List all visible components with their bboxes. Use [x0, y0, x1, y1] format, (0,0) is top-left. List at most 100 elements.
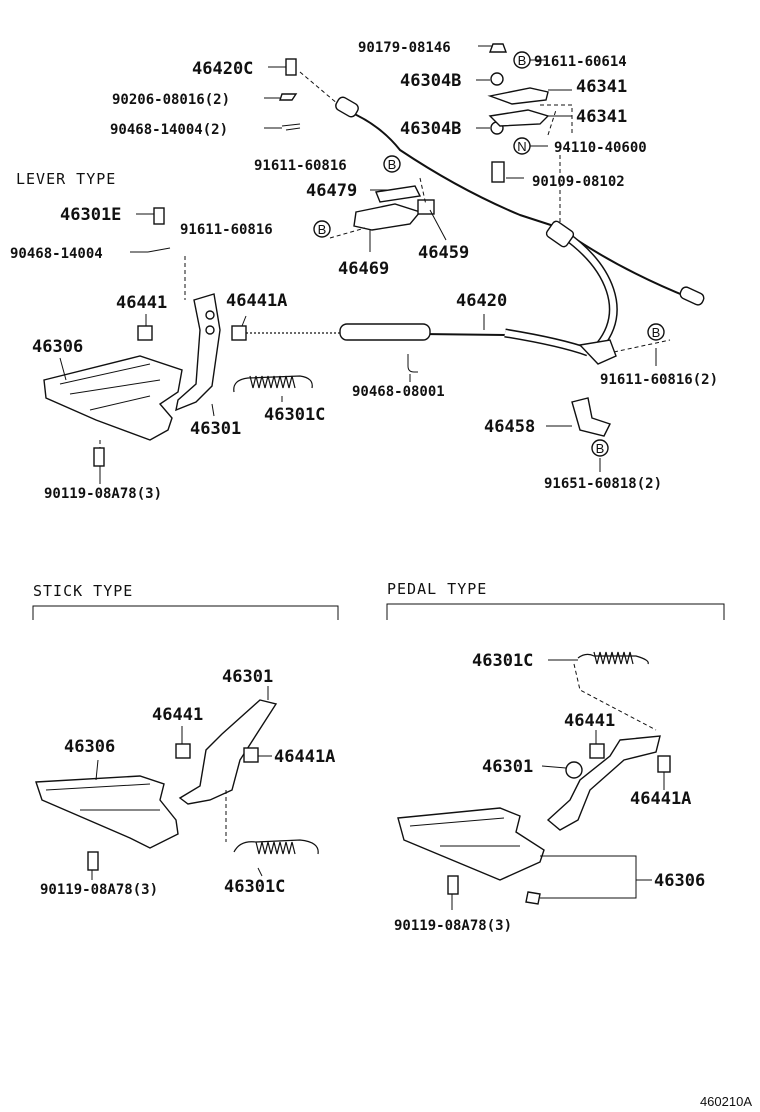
- label-pedal-46301c: 46301C: [472, 651, 533, 671]
- label-91611-60816-b: 91611-60816: [180, 222, 273, 238]
- label-46341-lower: 46341: [576, 107, 627, 127]
- label-46341-upper: 46341: [576, 77, 627, 97]
- marker-n: [513, 137, 531, 155]
- cable-bracket: [578, 339, 617, 365]
- marker-b-2-text: B: [388, 157, 397, 172]
- lever-type-assembly: [43, 207, 313, 467]
- block-46459: [417, 199, 435, 215]
- label-46441a: 46441A: [226, 291, 287, 311]
- marker-b-5-text: B: [596, 441, 605, 456]
- label-stick-46301c: 46301C: [224, 877, 285, 897]
- label-stick-46301: 46301: [222, 667, 273, 687]
- dash-to-91611: [613, 339, 671, 353]
- label-pedal-46306: 46306: [654, 871, 705, 891]
- label-91611-60816-a: 91611-60816: [254, 158, 347, 174]
- pedal-lever-46301: [546, 735, 661, 831]
- rear-cable-end: [679, 286, 705, 306]
- label-stick-46306: 46306: [64, 737, 115, 757]
- lever-46301: [175, 293, 221, 412]
- pin-90206: [279, 93, 298, 101]
- label-pedal-90119: 90119-08A78(3): [394, 918, 512, 934]
- clip-90468-14004: [281, 123, 301, 131]
- base-46306: [43, 355, 183, 441]
- label-46479: 46479: [306, 181, 357, 201]
- bolt-90119-pedal: [447, 875, 459, 895]
- marker-n-text: N: [517, 139, 526, 154]
- label-46301e: 46301E: [60, 205, 121, 225]
- marker-b-1: [513, 51, 531, 69]
- bolt-90109: [491, 161, 505, 183]
- nut-90179: [488, 43, 508, 53]
- label-stick-46441a: 46441A: [274, 747, 335, 767]
- label-90468-08001: 90468-08001: [352, 384, 445, 400]
- label-stick-46441: 46441: [152, 705, 203, 725]
- nut-46441-stick: [175, 743, 191, 759]
- label-stick-90119: 90119-08A78(3): [40, 882, 158, 898]
- rear-cable-right: [564, 231, 691, 299]
- markers: B N B B B B: [313, 51, 665, 457]
- stick-labels: 46301 46441 46306 46441A 90119-08A78(3) …: [40, 667, 335, 898]
- upper-small-parts: [268, 43, 611, 437]
- cable-assembly: [231, 71, 705, 373]
- spring-46301c-stick: [233, 839, 319, 855]
- stick-bracket-line: [32, 605, 339, 620]
- leader-lines: [59, 45, 665, 910]
- label-46301c: 46301C: [264, 405, 325, 425]
- nut-46441a-pedal: [657, 755, 671, 773]
- bolt-90119: [93, 447, 105, 467]
- nut-46441: [137, 325, 153, 341]
- bracket-46306-callout: [540, 855, 637, 899]
- bracket-46479: [375, 185, 422, 203]
- label-94110-40600: 94110-40600: [554, 140, 647, 156]
- pedal-bracket-line: [386, 603, 725, 620]
- dash-46341: [540, 104, 573, 136]
- bolt-pedal-small: [525, 891, 541, 905]
- lever-46301-stick: [178, 699, 278, 805]
- label-46301: 46301: [190, 419, 241, 439]
- marker-b-5: [591, 439, 609, 457]
- label-46469: 46469: [338, 259, 389, 279]
- label-91651-60818: 91651-60818(2): [544, 476, 662, 492]
- label-46459: 46459: [418, 243, 469, 263]
- section-pedal-type: PEDAL TYPE: [387, 580, 487, 598]
- part-labels: 90179-08146 91611-60614 46420C 46304B 46…: [10, 40, 718, 502]
- nut-46441a: [231, 325, 247, 341]
- label-91611-60816-2: 91611-60816(2): [600, 372, 718, 388]
- label-90468-14004-2: 90468-14004(2): [110, 122, 228, 138]
- label-90468-14004: 90468-14004: [10, 246, 103, 262]
- lever-46341-lower: [488, 109, 550, 127]
- marker-b-3-text: B: [318, 222, 327, 237]
- bolt-46301e: [153, 207, 165, 225]
- marker-b-3: [313, 220, 331, 238]
- cable-end-fitting: [335, 96, 359, 118]
- section-stick-type: STICK TYPE: [33, 582, 133, 600]
- label-46304b-lower: 46304B: [400, 119, 461, 139]
- clip-90468-08001: [407, 354, 418, 373]
- front-cable: [349, 111, 561, 229]
- equalizer: [545, 220, 575, 248]
- label-46441: 46441: [116, 293, 167, 313]
- spring-46301c-pedal: [577, 653, 649, 665]
- label-46458: 46458: [484, 417, 535, 437]
- bracket-46469: [353, 203, 422, 231]
- figure-id: 460210A: [700, 1094, 752, 1109]
- cable-sheath: [562, 231, 618, 348]
- label-46306: 46306: [32, 337, 83, 357]
- bracket-46458: [571, 397, 611, 437]
- label-46420: 46420: [456, 291, 507, 311]
- base-46306-stick: [35, 775, 179, 849]
- marker-b-1-text: B: [518, 53, 527, 68]
- lever-46341-upper: [487, 87, 549, 105]
- stick-type-assembly: [32, 605, 339, 871]
- label-pedal-46301: 46301: [482, 757, 533, 777]
- pin-46420c: [285, 58, 297, 76]
- bolt-90119-stick: [87, 851, 99, 871]
- label-pedal-46441: 46441: [564, 711, 615, 731]
- label-46420c: 46420C: [192, 59, 253, 79]
- base-46306-pedal: [397, 807, 545, 881]
- label-90179-08146: 90179-08146: [358, 40, 451, 56]
- nut-46304b-upper: [490, 72, 504, 86]
- label-90119-08a78: 90119-08A78(3): [44, 486, 162, 502]
- nut-46441-pedal: [589, 743, 605, 759]
